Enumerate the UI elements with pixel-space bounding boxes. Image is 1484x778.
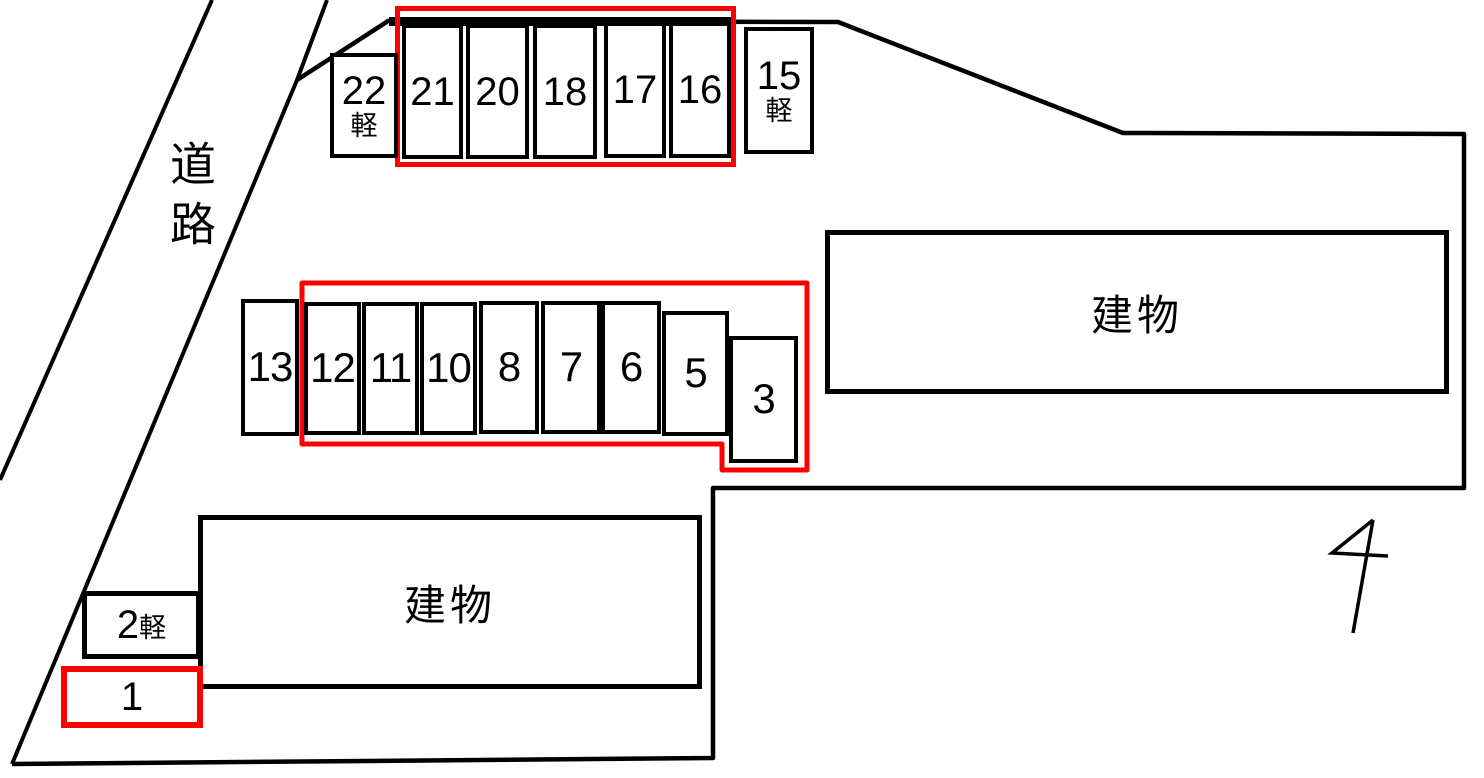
parking-space-5: 5 bbox=[662, 311, 729, 436]
parking-space-1: 1 bbox=[61, 666, 203, 728]
parking-space-16: 16 bbox=[669, 22, 731, 158]
space-number: 5 bbox=[684, 349, 707, 397]
parking-space-20: 20 bbox=[466, 24, 529, 159]
kei-tag: 軽 bbox=[350, 111, 378, 142]
building-upper-label: 建物 bbox=[1090, 291, 1183, 339]
space-number: 16 bbox=[677, 68, 723, 112]
kei-tag: 軽 bbox=[139, 612, 167, 643]
building-upper: 建物 bbox=[825, 230, 1449, 394]
space-number: 21 bbox=[410, 69, 455, 114]
north-arrow-icon bbox=[1327, 518, 1389, 634]
space-number: 13 bbox=[247, 343, 294, 391]
highlight-outline-middle-row bbox=[299, 280, 810, 473]
parking-space-13: 13 bbox=[241, 299, 299, 436]
parking-space-2: 2 軽 bbox=[82, 591, 201, 659]
space-number: 3 bbox=[752, 375, 775, 423]
parking-space-17: 17 bbox=[604, 22, 666, 158]
parking-space-22: 22 軽 bbox=[330, 53, 398, 158]
space-number: 2 bbox=[116, 603, 140, 647]
road-label: 道路 bbox=[164, 140, 216, 260]
building-lower: 建物 bbox=[198, 515, 702, 689]
space-number: 17 bbox=[612, 68, 658, 112]
parking-space-8: 8 bbox=[479, 301, 539, 434]
parking-space-11: 11 bbox=[362, 302, 419, 435]
space-number: 18 bbox=[542, 69, 588, 114]
space-number: 8 bbox=[497, 343, 521, 391]
kei-tag: 軽 bbox=[765, 96, 793, 127]
parking-space-10: 10 bbox=[420, 302, 477, 435]
space-number: 10 bbox=[426, 344, 472, 392]
space-number: 11 bbox=[369, 344, 413, 392]
parking-space-21: 21 bbox=[402, 24, 463, 159]
space-number: 1 bbox=[120, 675, 144, 719]
space-number: 15 bbox=[756, 54, 802, 99]
parking-space-12: 12 bbox=[304, 302, 361, 435]
parking-space-18: 18 bbox=[533, 24, 597, 159]
space-number: 20 bbox=[475, 69, 520, 114]
road-left-edge-line bbox=[0, 0, 214, 481]
space-number: 22 bbox=[341, 69, 387, 114]
building-lower-label: 建物 bbox=[403, 581, 496, 629]
parking-space-15: 15 軽 bbox=[744, 27, 814, 154]
space-number: 6 bbox=[619, 343, 643, 391]
parking-space-3: 3 bbox=[729, 336, 798, 463]
space-number: 12 bbox=[310, 344, 356, 392]
parking-space-6: 6 bbox=[601, 301, 661, 434]
space-number: 7 bbox=[559, 343, 583, 391]
parking-space-7: 7 bbox=[541, 301, 601, 434]
